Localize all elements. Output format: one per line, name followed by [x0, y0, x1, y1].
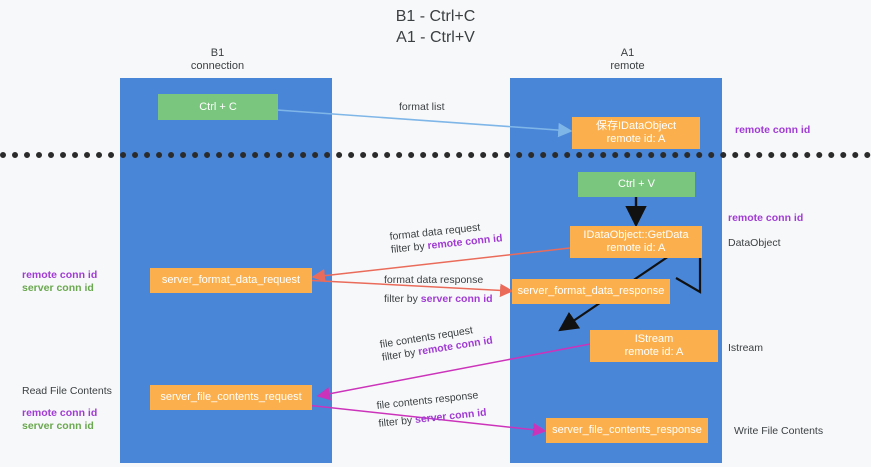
title-line-2: A1 - Ctrl+V: [396, 29, 475, 46]
edge-label-file-contents-request: file contents request filter by remote c…: [379, 321, 494, 364]
lane-header-a1: A1 remote: [560, 47, 695, 73]
side-label-left-remote-conn-id: remote conn id: [22, 269, 98, 281]
lane-a1-role: remote: [610, 60, 645, 72]
filter-prefix: filter by: [390, 240, 429, 256]
title-line-1: B1 - Ctrl+C: [395, 8, 476, 25]
section-divider: [0, 152, 871, 158]
side-label-left-bottom-remote-conn-id: remote conn id: [22, 407, 98, 419]
node-istream-line2: remote id: A: [624, 346, 684, 358]
node-server-format-data-request-label: server_format_data_request: [161, 274, 301, 286]
node-getdata-line1: IDataObject::GetData: [583, 229, 689, 241]
node-save-idataobject[interactable]: 保存IDataObject remote id: A: [572, 117, 700, 149]
node-istream[interactable]: IStream remote id: A: [590, 330, 718, 362]
edge-label-file-contents-response: file contents response filter by server …: [376, 389, 487, 431]
node-server-file-contents-response-label: server_file_contents_response: [552, 424, 702, 436]
node-save-idataobject-line2: remote id: A: [606, 133, 666, 145]
node-server-file-contents-request[interactable]: server_file_contents_request: [150, 385, 312, 410]
lane-b1-role: connection: [190, 60, 245, 72]
node-getdata-line2: remote id: A: [606, 242, 666, 254]
edge-label-format-data-response-line1: format data response: [384, 274, 484, 286]
side-label-read-file-contents: Read File Contents: [22, 385, 112, 397]
node-server-file-contents-request-label: server_file_contents_request: [160, 391, 302, 403]
node-server-format-data-response-label: server_format_data_response: [517, 285, 665, 297]
filter-key-server-conn-id: server conn id: [420, 293, 493, 305]
edge-label-format-data-response-line2: filter by server conn id: [384, 293, 493, 306]
node-server-file-contents-response[interactable]: server_file_contents_response: [546, 418, 708, 443]
edge-label-format-data-response: format data response filter by server co…: [384, 274, 493, 306]
side-label-left-server-conn-id: server conn id: [22, 282, 94, 294]
lane-a1-name: A1: [620, 47, 635, 59]
filter-key-server-conn-id: server conn id: [414, 406, 488, 426]
side-label-right-remote-conn-id-mid: remote conn id: [728, 212, 804, 224]
side-label-left-bottom-server-conn-id: server conn id: [22, 420, 94, 432]
node-server-format-data-response[interactable]: server_format_data_response: [512, 279, 670, 304]
node-istream-line1: IStream: [634, 333, 674, 345]
lane-b1-name: B1: [210, 47, 225, 59]
node-ctrl-v-label: Ctrl + V: [618, 178, 655, 190]
side-label-right-remote-conn-id-top: remote conn id: [735, 124, 811, 136]
node-server-format-data-request[interactable]: server_format_data_request: [150, 268, 312, 293]
side-label-istream: Istream: [728, 342, 764, 354]
node-idataobject-getdata[interactable]: IDataObject::GetData remote id: A: [570, 226, 702, 258]
node-ctrl-v[interactable]: Ctrl + V: [578, 172, 695, 197]
lane-header-b1: B1 connection: [150, 47, 285, 73]
side-label-write-file-contents: Write File Contents: [734, 425, 824, 437]
filter-prefix: filter by: [377, 414, 416, 430]
diagram-title: B1 - Ctrl+C A1 - Ctrl+V: [0, 6, 871, 48]
filter-prefix: filter by: [384, 293, 421, 305]
node-ctrl-c[interactable]: Ctrl + C: [158, 94, 278, 120]
node-save-idataobject-line1: 保存IDataObject: [595, 120, 677, 132]
edge-label-format-data-request: format data request filter by remote con…: [389, 219, 503, 257]
edge-label-format-list: format list: [399, 101, 445, 113]
side-label-dataobject: DataObject: [728, 237, 781, 249]
node-ctrl-c-label: Ctrl + C: [199, 100, 237, 113]
